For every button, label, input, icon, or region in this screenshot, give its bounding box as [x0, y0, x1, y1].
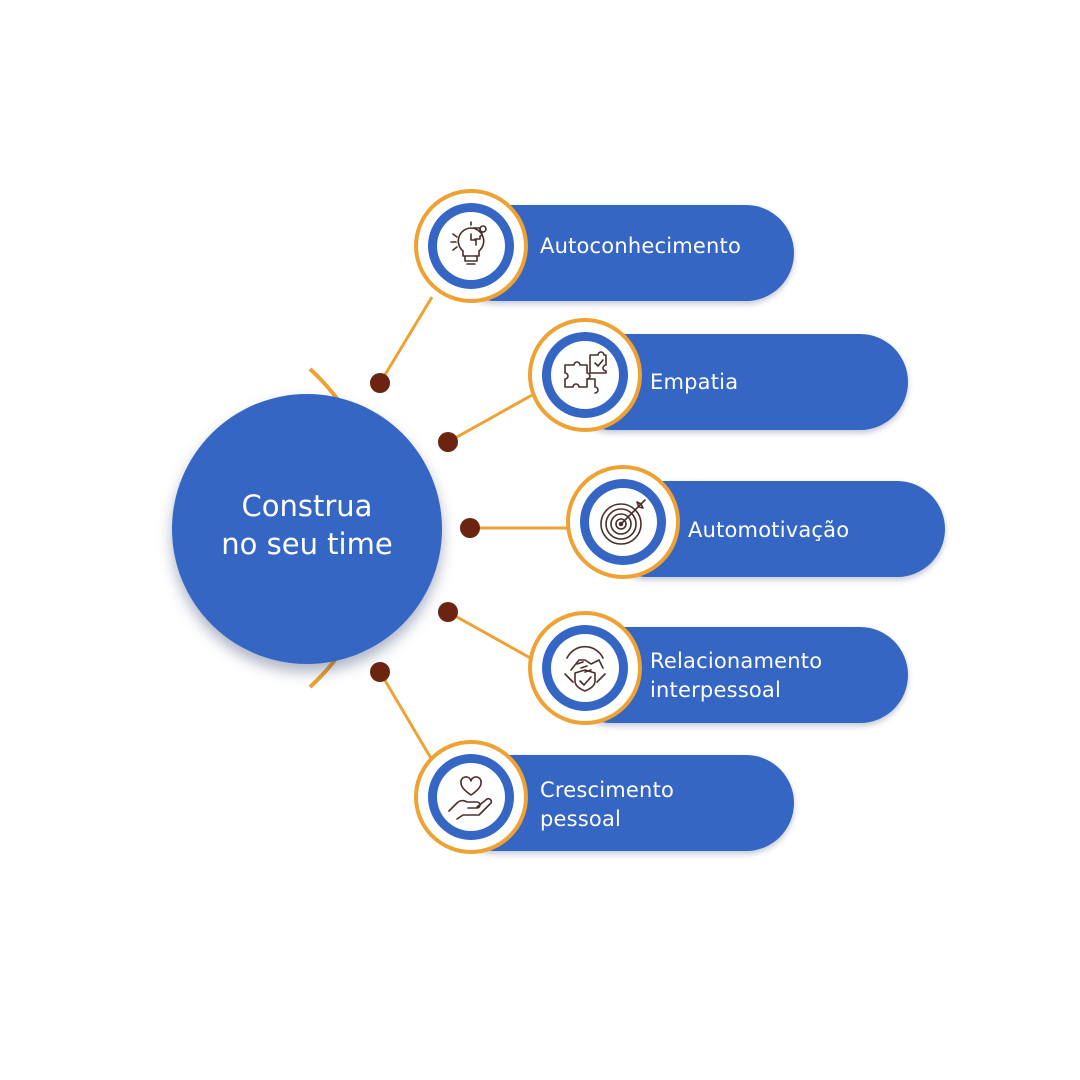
connector-line-2 — [447, 392, 535, 444]
connector-node-5 — [370, 662, 390, 682]
puzzle-pieces-icon — [564, 351, 607, 394]
item-label-empatia: Empatia — [650, 369, 739, 394]
connector-line-5 — [378, 671, 434, 761]
target-arrow-icon — [600, 499, 646, 545]
hand-heart-icon — [448, 776, 493, 820]
connector-line-1 — [378, 296, 434, 384]
connector-node-4 — [438, 602, 458, 622]
connector-node-2 — [438, 432, 458, 452]
item-label-automotivacao: Automotivação — [688, 517, 850, 542]
hub-circle: Construa no seu time — [172, 394, 442, 664]
item-label-autoconhecimento: Autoconhecimento — [540, 233, 742, 258]
item-ring-crescimento — [414, 740, 528, 854]
hub-title: Construa no seu time — [221, 489, 393, 561]
connector-node-3 — [460, 518, 480, 538]
lightbulb-puzzle-icon — [450, 221, 487, 265]
item-label-crescimento: Crescimento pessoal — [540, 778, 675, 831]
handshake-shield-icon — [564, 645, 606, 692]
item-ring-automotivacao — [566, 465, 680, 579]
item-ring-empatia — [528, 318, 642, 432]
connector-node-1 — [370, 373, 390, 393]
item-label-relacionamento: Relacionamento interpessoal — [650, 649, 823, 702]
item-ring-autoconhecimento — [414, 189, 528, 303]
item-ring-relacionamento — [528, 611, 642, 725]
connector-line-4 — [447, 610, 535, 662]
